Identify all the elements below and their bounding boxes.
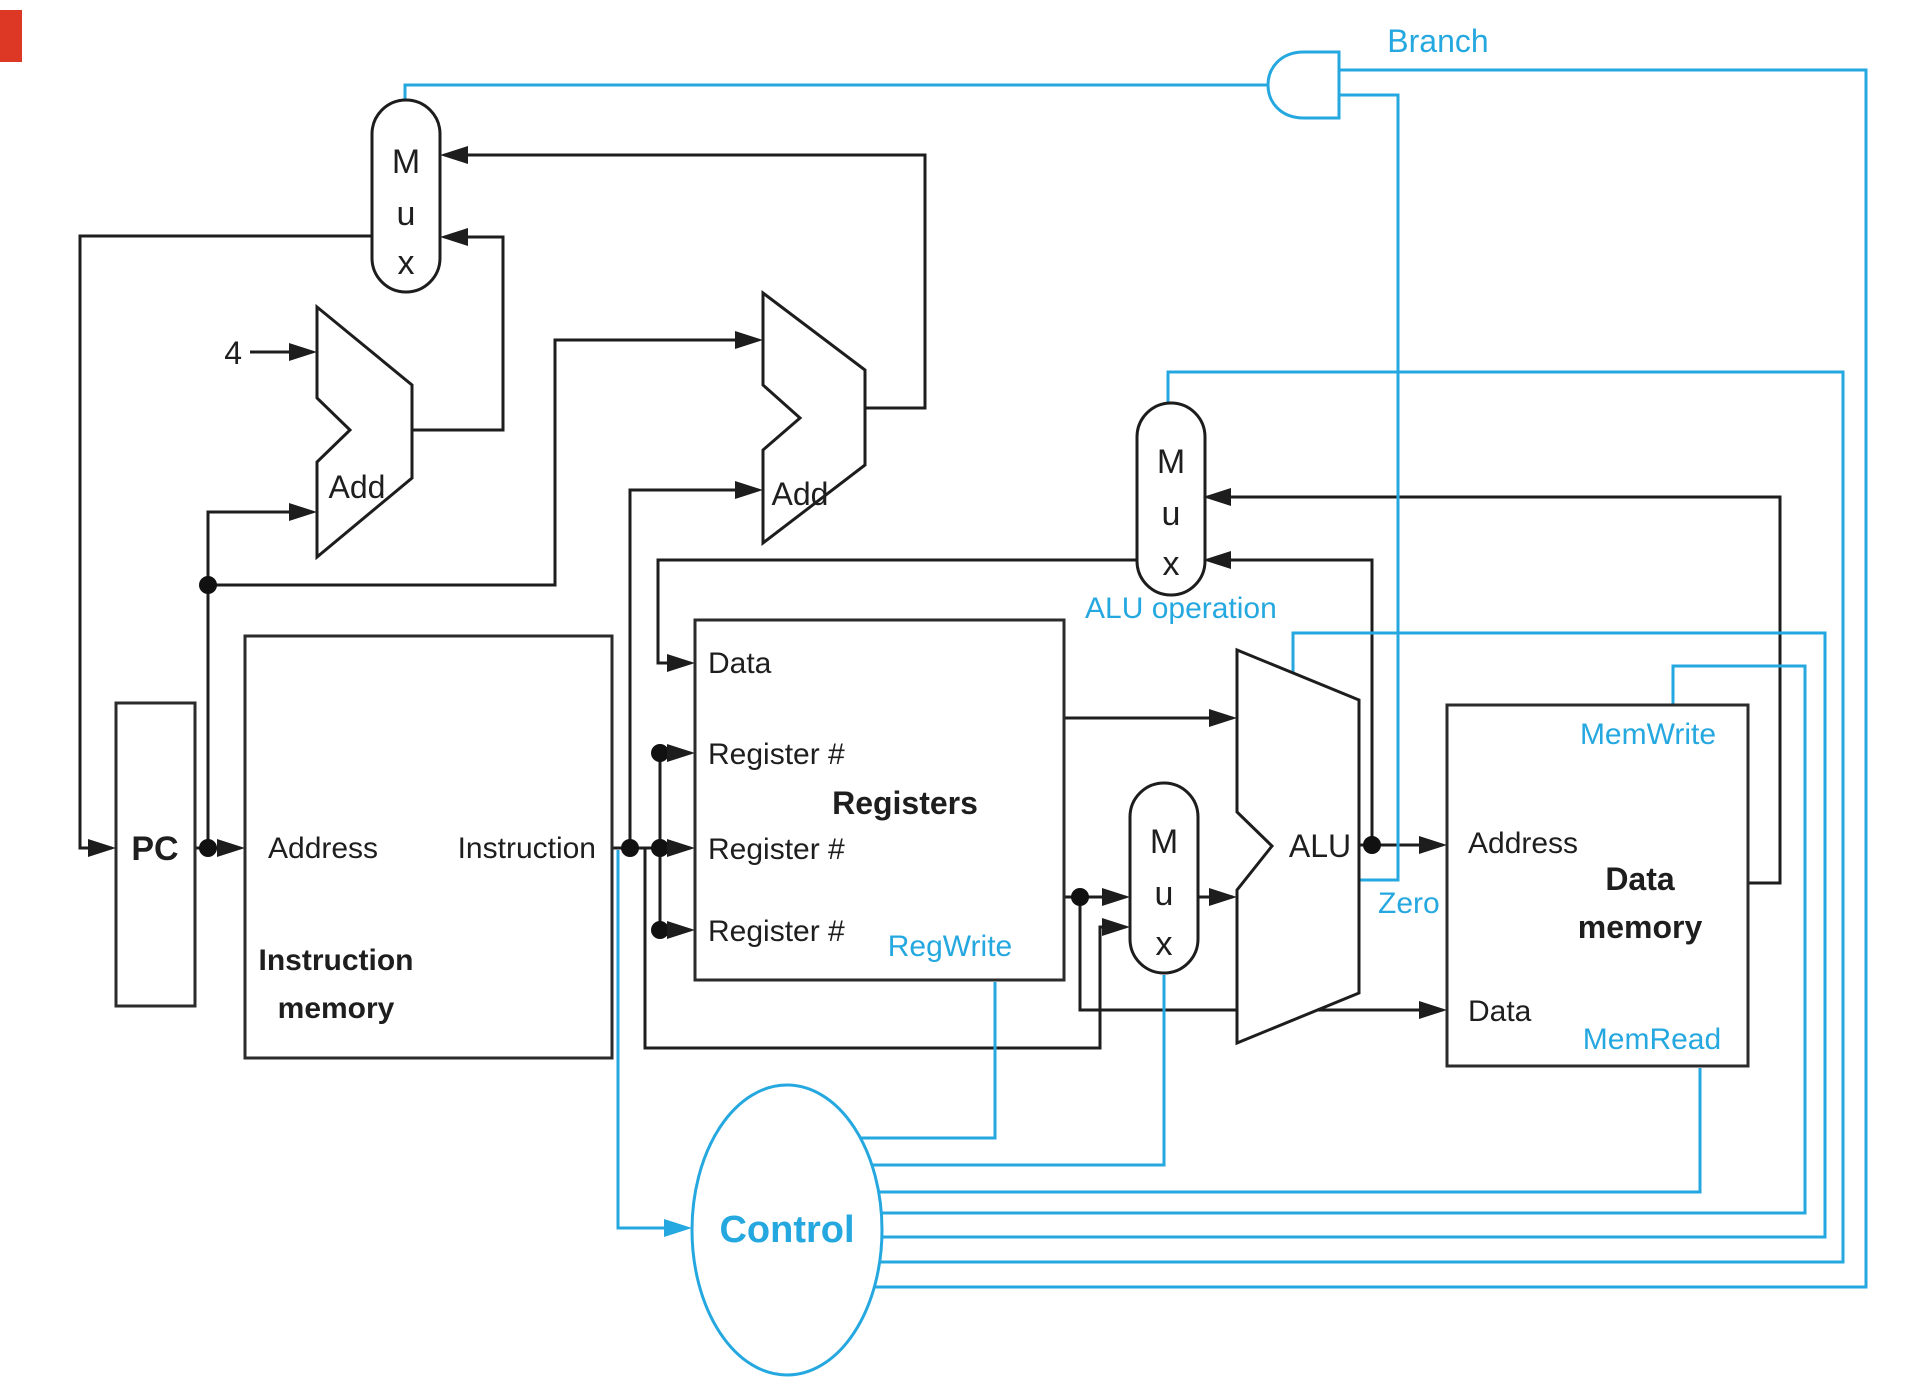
arrow-into-add1-top <box>289 343 317 361</box>
control-unit <box>690 1083 884 1377</box>
mux3-label-x: x <box>1156 925 1173 963</box>
wire-aluoperation-signal <box>882 631 1827 1239</box>
arrow-into-add2-top <box>735 331 763 349</box>
im-title-line2: memory <box>278 992 395 1025</box>
mux1-pcsrc <box>370 98 442 294</box>
zero-label: Zero <box>1378 887 1440 920</box>
arrow-into-add1-bottom <box>289 503 317 521</box>
adder2-label: Add <box>772 476 829 512</box>
wire-readdata2-to-datamemory <box>1078 897 1443 1012</box>
junction-readdata2 <box>1071 888 1089 906</box>
alu-shape <box>1235 647 1361 1046</box>
wire-add1-to-mux1 <box>412 235 505 432</box>
arrow-into-dm-address <box>1419 836 1447 854</box>
mux1-label-u: u <box>397 195 416 233</box>
mux1-label-x: x <box>398 244 415 282</box>
mux3-label-u: u <box>1155 875 1174 913</box>
registers-port-register2: Register # <box>708 833 845 866</box>
memread-label: MemRead <box>1583 1023 1721 1056</box>
arrow-into-registers-data <box>667 654 695 672</box>
and-gate-icon <box>1266 50 1341 120</box>
registers-port-register1: Register # <box>708 738 845 771</box>
mux2-label-x: x <box>1163 545 1180 583</box>
arrow-into-mux1-bottom <box>440 228 468 246</box>
mux3-alusrc <box>1128 781 1200 975</box>
wire-alusrc-to-mux3-select <box>872 975 1166 1167</box>
const-4-label: 4 <box>224 335 242 371</box>
wire-offset-to-add2 <box>628 488 759 848</box>
branch-label: Branch <box>1387 23 1488 59</box>
registers-port-data: Data <box>708 647 772 680</box>
mux1-label-m: M <box>392 143 420 181</box>
wire-memread-signal <box>879 1068 1702 1194</box>
im-port-instruction: Instruction <box>458 832 596 865</box>
adder1-shape <box>315 303 414 561</box>
arrow-into-register2 <box>667 839 695 857</box>
wire-branch-signal <box>874 68 1868 1289</box>
wire-memtoreg-to-mux2-select <box>880 370 1845 1264</box>
dm-port-address: Address <box>1468 827 1578 860</box>
alu-operation-label: ALU operation <box>1085 592 1277 625</box>
arrow-into-mux3-top <box>1102 888 1130 906</box>
arrow-into-mux2-top <box>1203 488 1231 506</box>
arrow-into-mux1-top <box>440 146 468 164</box>
arrow-into-pc <box>88 839 116 857</box>
arrow-into-mux3-bottom <box>1102 918 1130 936</box>
dm-title-line1: Data <box>1605 861 1675 897</box>
arrow-into-control <box>664 1219 692 1237</box>
adder1-label: Add <box>329 469 386 505</box>
data-memory-block <box>1445 703 1750 1068</box>
pc-label: PC <box>131 830 178 868</box>
arrow-into-register3 <box>667 921 695 939</box>
arrow-into-alu-bottom <box>1209 888 1237 906</box>
im-title-line1: Instruction <box>259 944 414 977</box>
junction-register2 <box>651 839 669 857</box>
wire-zero-to-andgate <box>1339 93 1400 882</box>
arrow-into-alu-top <box>1209 709 1237 727</box>
arrow-into-register1 <box>667 744 695 762</box>
arrow-into-dm-data <box>1419 1001 1447 1019</box>
junction-pc-branchadd <box>199 576 217 594</box>
junction-alu-result <box>1363 836 1381 854</box>
arrow-into-im-address <box>217 839 245 857</box>
junction-register3 <box>651 921 669 939</box>
arrow-into-add2-bottom <box>735 481 763 499</box>
mux3-label-m: M <box>1150 823 1178 861</box>
red-artifact <box>0 10 22 62</box>
junction-instruction <box>621 839 639 857</box>
registers-port-register3: Register # <box>708 915 845 948</box>
adder2-shape <box>761 289 867 547</box>
wire-alu-result-to-mux2 <box>1207 558 1374 845</box>
arrow-into-mux2-bottom <box>1203 551 1231 569</box>
wire-memory-readdata-to-mux2 <box>1207 495 1782 885</box>
registers-title: Registers <box>832 785 978 821</box>
alu-label: ALU <box>1289 828 1351 864</box>
wire-pc-to-add1 <box>206 510 313 848</box>
registers-block <box>693 618 1066 982</box>
mux2-memtoreg <box>1135 401 1207 597</box>
dm-port-data: Data <box>1468 995 1532 1028</box>
junction-pc-out <box>199 839 217 857</box>
wire-pc-to-add2 <box>208 338 759 587</box>
pc-block <box>114 701 197 1008</box>
instruction-memory-block <box>243 634 614 1060</box>
wire-memwrite-signal <box>881 664 1807 1215</box>
control-label: Control <box>719 1209 854 1251</box>
junction-register1 <box>651 744 669 762</box>
dm-title-line2: memory <box>1578 909 1703 945</box>
wire-regwrite-signal <box>860 982 997 1140</box>
mux2-label-m: M <box>1157 443 1185 481</box>
im-port-address: Address <box>268 832 378 865</box>
wire-instruction-to-control <box>616 850 682 1230</box>
mux2-label-u: u <box>1162 495 1181 533</box>
memwrite-label: MemWrite <box>1580 718 1716 751</box>
wire-andgate-to-mux1-select <box>403 83 1270 100</box>
regwrite-label: RegWrite <box>888 930 1012 963</box>
wire-add2-to-mux1 <box>444 153 927 410</box>
